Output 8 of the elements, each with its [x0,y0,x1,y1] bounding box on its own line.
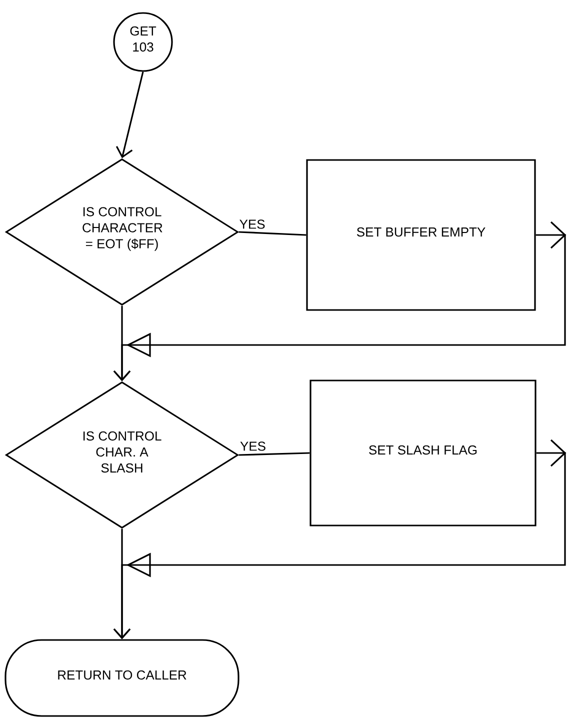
edge-label: YES [240,442,266,451]
edge-label: YES [240,220,265,229]
arrow [113,528,131,640]
arrow [116,72,144,158]
terminal-box: RETURN TO CALLER [4,639,240,717]
arrow [113,306,131,382]
process-box: SET SLASH FLAG [310,380,536,526]
process-box: SET BUFFER EMPTY [306,159,536,311]
